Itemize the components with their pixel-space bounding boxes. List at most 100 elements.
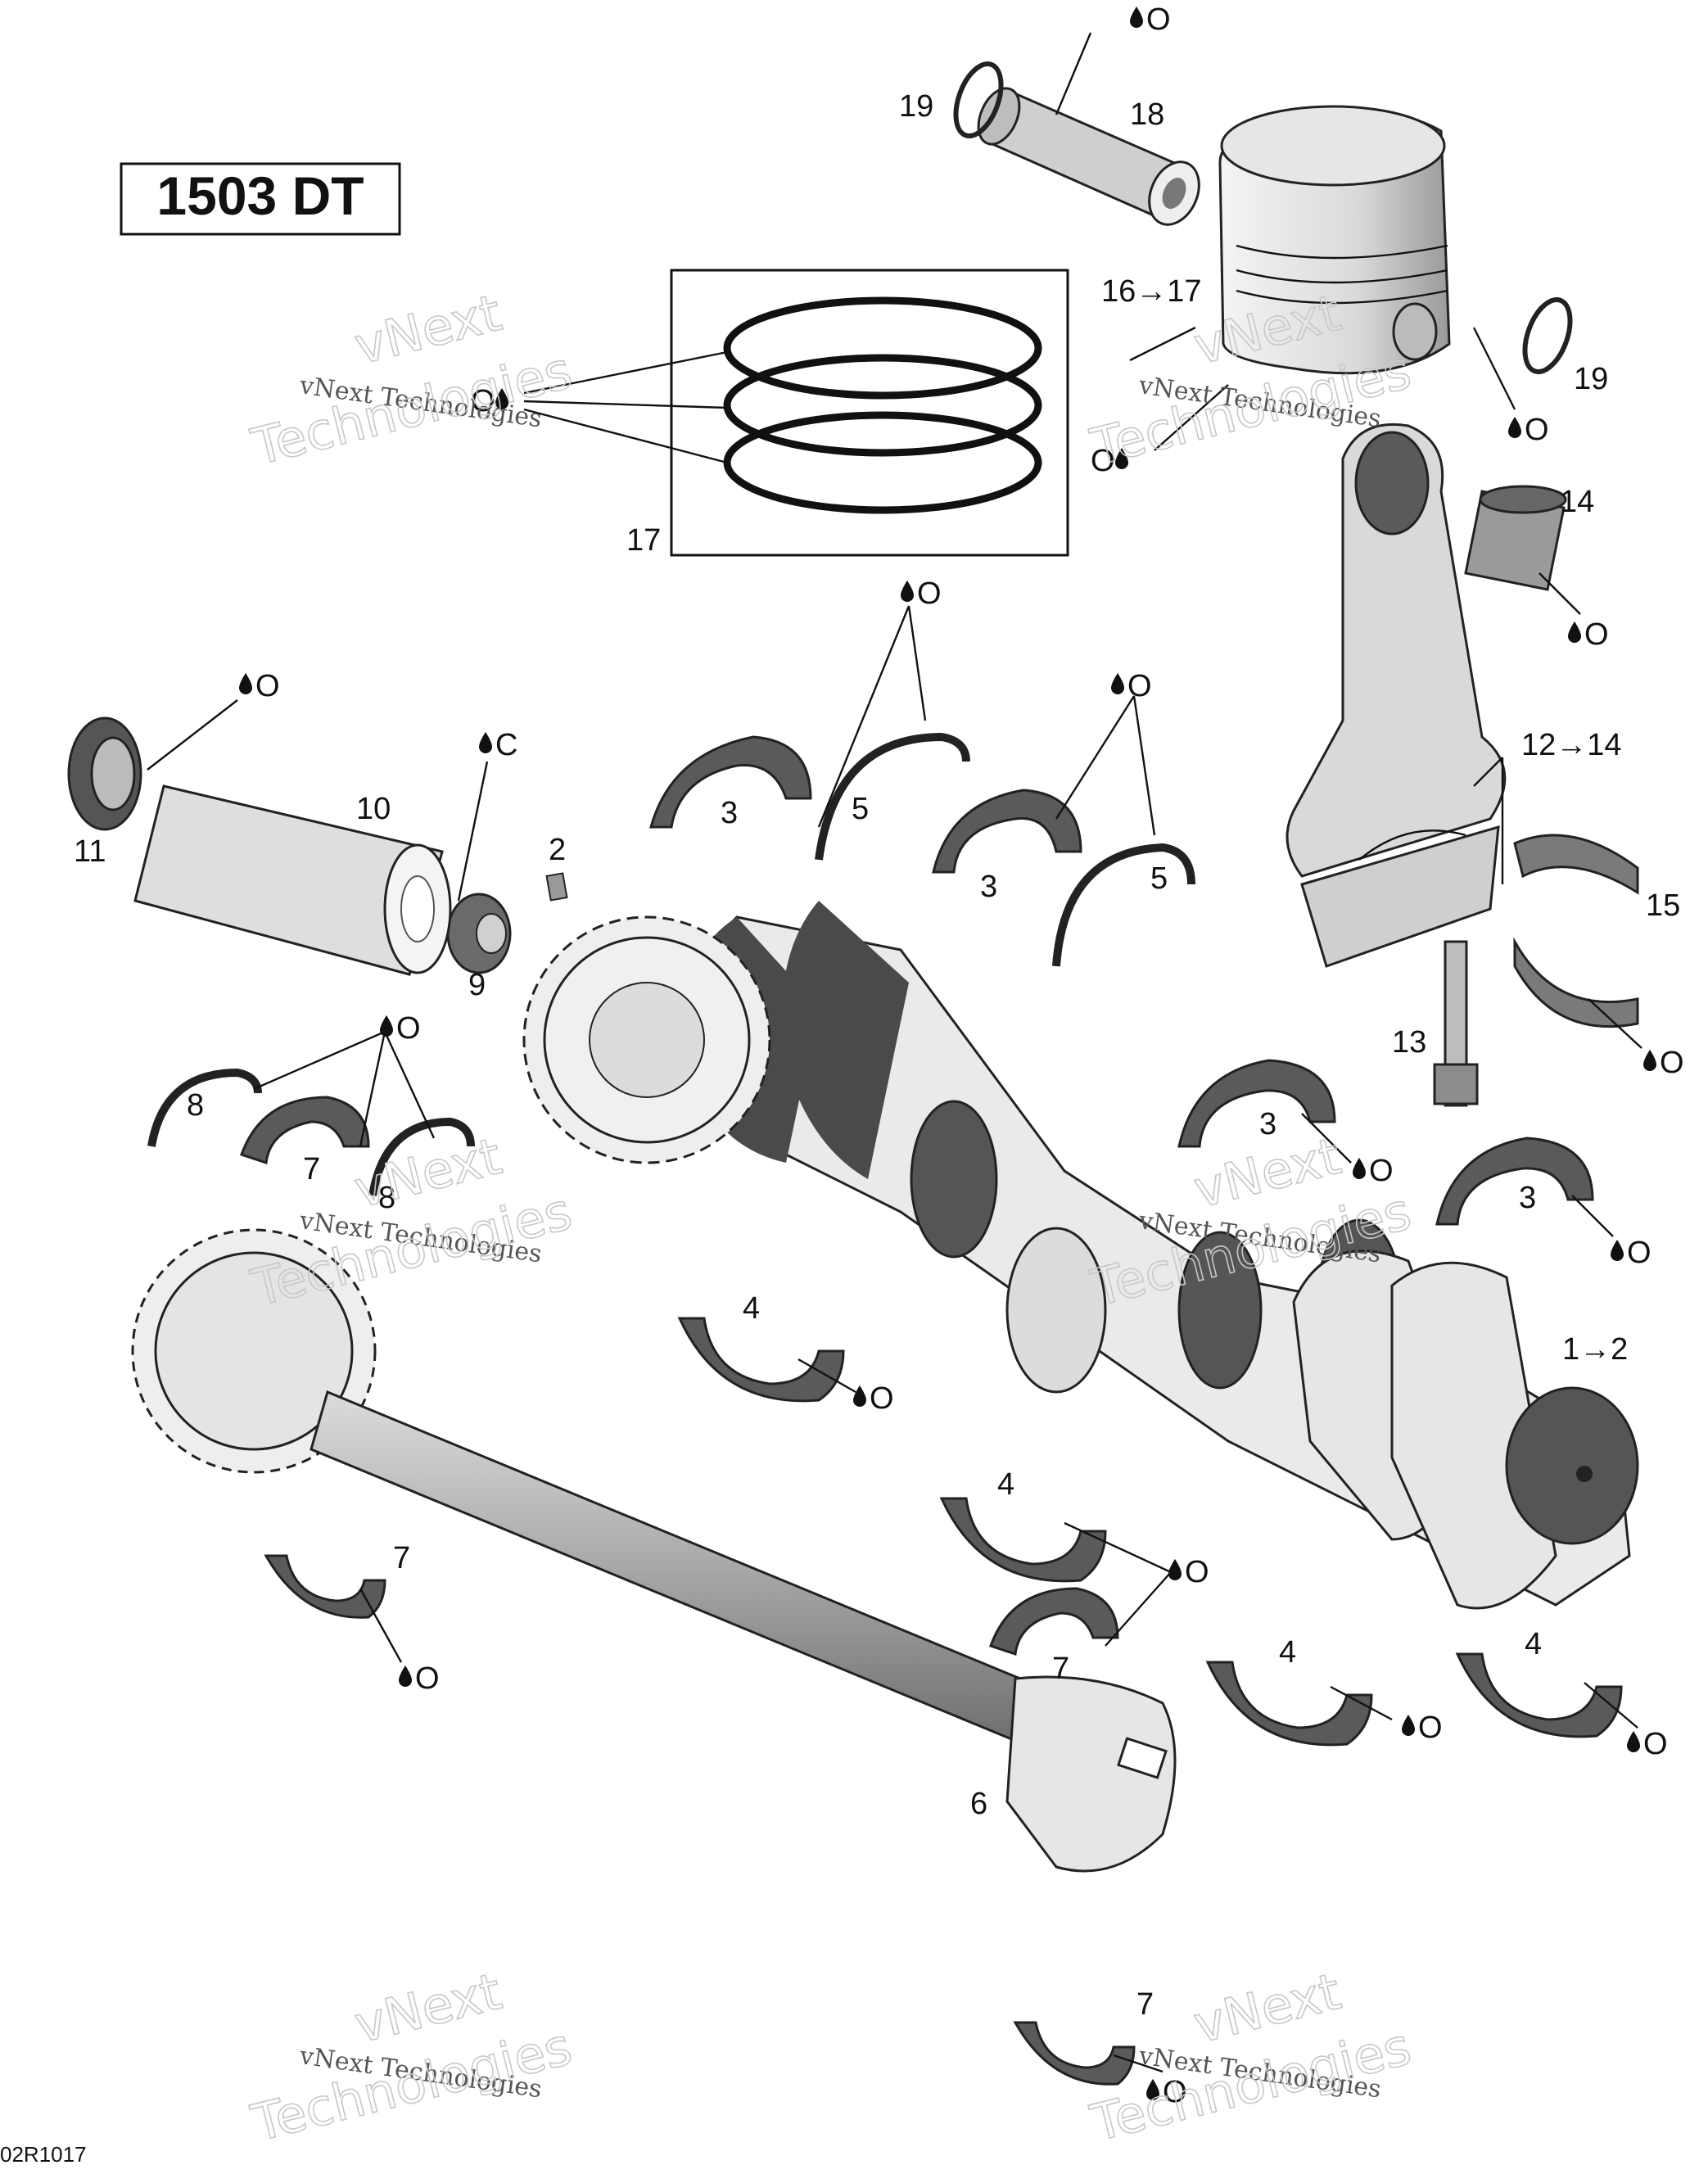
oil-symbol: O: [1508, 413, 1549, 447]
label-1-2: 1→2: [1562, 1332, 1628, 1367]
label-3-d: 3: [1519, 1181, 1536, 1215]
rod-bushing: [1464, 485, 1567, 591]
label-11: 11: [74, 834, 106, 869]
dowel-pin: [545, 872, 568, 902]
thrust-washer-2: [1052, 843, 1195, 967]
oil-symbol: O: [239, 669, 280, 703]
svg-text:O: O: [415, 1661, 440, 1696]
label-4-b: 4: [997, 1467, 1014, 1502]
label-9: 9: [468, 968, 486, 1002]
svg-text:O: O: [471, 384, 495, 418]
balance-shaft-bearing-4: [1013, 2021, 1136, 2086]
oil-symbol: O: [901, 576, 942, 611]
label-7-c: 7: [1052, 1652, 1069, 1686]
oil-symbol: O: [1611, 1236, 1652, 1270]
lubrication-symbols: O O O O O O C O O O O O O O O O O O O: [239, 2, 1684, 2109]
label-17: 17: [626, 523, 661, 558]
label-19-b: 19: [1574, 362, 1608, 396]
svg-text:O: O: [1584, 617, 1609, 652]
svg-text:O: O: [1627, 1236, 1652, 1270]
watermark-5: vNext vNext Technologies Technologies: [245, 1960, 578, 2154]
piston-ring-set: [523, 269, 1069, 557]
watermark-6: vNext vNext Technologies Technologies: [1084, 1960, 1417, 2154]
main-bearing-upper-2: [932, 789, 1082, 874]
label-4-d: 4: [1525, 1627, 1542, 1661]
figure-code: 02R1017: [0, 2142, 87, 2167]
label-7-b: 7: [393, 1541, 410, 1575]
svg-text:O: O: [1127, 669, 1152, 703]
thrust-washer-1: [815, 732, 970, 861]
balance-shaft-bearing-1: [240, 1096, 370, 1165]
label-13: 13: [1392, 1025, 1426, 1060]
label-5-a: 5: [852, 792, 869, 826]
label-7-d: 7: [1136, 1987, 1154, 2022]
wrist-pin: [977, 87, 1200, 226]
leader-lines: [147, 32, 1642, 2073]
oil-symbol: O: [1353, 1154, 1394, 1188]
svg-text:O: O: [870, 1381, 894, 1416]
svg-text:O: O: [1660, 1046, 1684, 1080]
label-4-c: 4: [1279, 1635, 1296, 1670]
main-bearing-upper-4: [1435, 1137, 1594, 1226]
oil-symbol-reversed: O: [471, 384, 508, 418]
svg-text:O: O: [1369, 1154, 1394, 1188]
rod-bearing: [1513, 834, 1639, 1028]
balance-shaft-bearing-3: [989, 1587, 1119, 1656]
crankshaft-gear: [522, 915, 771, 1164]
svg-text:O: O: [1163, 2075, 1187, 2109]
label-10: 10: [356, 792, 391, 826]
connecting-rod: [1286, 423, 1507, 968]
balance-shaft-thrust-2: [368, 1117, 475, 1196]
label-3-c: 3: [1259, 1107, 1276, 1141]
svg-text:O: O: [1418, 1711, 1443, 1745]
oil-seal: [67, 716, 142, 831]
oil-symbol-reversed: O: [1091, 444, 1128, 478]
label-3-a: 3: [721, 796, 738, 830]
svg-text:O: O: [917, 576, 942, 611]
svg-text:O: O: [1091, 444, 1115, 478]
drive-sprocket: [446, 893, 512, 974]
oil-symbol: O: [399, 1661, 440, 1696]
compound-symbol: C: [479, 728, 517, 762]
title-box: 1503 DT: [120, 162, 401, 236]
main-bearing-lower-2: [939, 1497, 1107, 1583]
svg-text:O: O: [1146, 2, 1171, 37]
label-4-a: 4: [743, 1291, 760, 1326]
oil-symbol: O: [853, 1381, 894, 1416]
main-bearing-lower-4: [1455, 1652, 1623, 1738]
piston-pin-clip-right: [1522, 297, 1573, 374]
oil-symbol: O: [1146, 2075, 1187, 2109]
piston: [1218, 105, 1451, 375]
label-2: 2: [549, 833, 566, 867]
svg-text:C: C: [495, 728, 517, 762]
main-bearing-upper-3: [1177, 1059, 1336, 1148]
label-5-b: 5: [1150, 861, 1168, 896]
label-16-17: 16→17: [1101, 274, 1202, 309]
main-bearing-lower-3: [1205, 1661, 1373, 1747]
oil-symbol: O: [1643, 1046, 1684, 1080]
oil-symbol: O: [1130, 2, 1171, 37]
svg-text:O: O: [1185, 1555, 1209, 1589]
oil-symbol: O: [1568, 617, 1609, 652]
label-3-b: 3: [980, 870, 997, 904]
crankshaft-sleeve: [133, 784, 452, 976]
watermark-3: vNext vNext Technologies Technologies: [245, 1125, 578, 1318]
watermark-1: vNext vNext Technologies Technologies: [245, 282, 578, 477]
oil-symbol: O: [1111, 669, 1152, 703]
label-8-a: 8: [187, 1088, 204, 1123]
diagram-title: 1503 DT: [156, 165, 364, 226]
label-18: 18: [1130, 97, 1164, 132]
label-15: 15: [1646, 888, 1680, 923]
label-6: 6: [970, 1787, 987, 1821]
svg-text:O: O: [1525, 413, 1549, 447]
label-14: 14: [1560, 485, 1594, 519]
oil-symbol: O: [1402, 1711, 1443, 1745]
oil-symbol: O: [380, 1011, 421, 1046]
label-8-b: 8: [378, 1181, 395, 1215]
balance-shaft-bearing-2: [264, 1554, 386, 1619]
oil-symbol: O: [1627, 1727, 1668, 1761]
svg-text:O: O: [396, 1011, 421, 1046]
main-bearing-upper-1: [649, 735, 812, 829]
svg-text:O: O: [255, 669, 280, 703]
